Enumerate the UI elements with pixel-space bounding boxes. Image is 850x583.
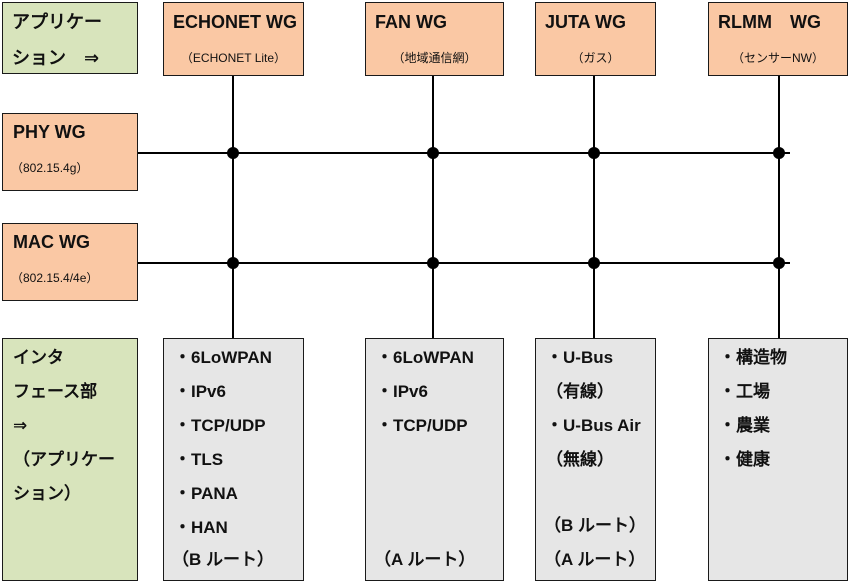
- interface-header-lines: インタ フェース部 ⇒ （アプリケー ション）: [13, 341, 115, 511]
- wg-name: FAN WG: [375, 12, 447, 32]
- layer-box-mac: MAC WG （802.15.4/4e）: [2, 223, 138, 301]
- interface-box-juta: ・U-Bus （有線） ・U-Bus Air （無線） （B ルート） （A ル…: [535, 338, 656, 581]
- route-list: （B ルート）: [172, 543, 274, 577]
- interface-item: （有線）: [546, 382, 614, 401]
- interface-item: ・工場: [719, 382, 770, 401]
- interface-item: ・HAN: [174, 518, 228, 537]
- wg-name: JUTA WG: [545, 12, 626, 32]
- interface-item: ・TLS: [174, 450, 224, 469]
- route-list: （A ルート）: [374, 543, 475, 577]
- interface-item: ・健康: [719, 450, 770, 469]
- interface-item: ・TCP/UDP: [376, 416, 468, 435]
- route-label: （A ルート）: [544, 550, 646, 569]
- route-list: （B ルート） （A ルート）: [544, 509, 646, 577]
- wg-subtitle: （ガス）: [571, 51, 620, 65]
- wg-box-echonet: ECHONET WG （ECHONET Lite）: [163, 2, 304, 76]
- interface-header-line: フェース部: [13, 382, 98, 401]
- interface-item: ・農業: [719, 416, 770, 435]
- junction-dot-juta-mac: [588, 257, 600, 269]
- layer-name: MAC WG: [13, 232, 90, 252]
- layer-box-phy: PHY WG （802.15.4g）: [2, 113, 138, 191]
- wg-subtitle: （ECHONET Lite）: [180, 51, 287, 65]
- junction-dot-echonet-phy: [227, 147, 239, 159]
- junction-dot-fan-mac: [427, 257, 439, 269]
- wg-subtitle: （地域通信網）: [392, 51, 477, 65]
- interface-item: ・U-Bus: [546, 348, 614, 367]
- application-header-line: ション ⇒: [12, 48, 100, 68]
- interface-item: ・6LoWPAN: [174, 348, 272, 367]
- junction-dot-echonet-mac: [227, 257, 239, 269]
- interface-item-list: ・6LoWPAN ・IPv6 ・TCP/UDP ・TLS ・PANA ・HAN: [174, 341, 272, 545]
- application-header-line: アプリケー: [12, 12, 102, 32]
- interface-header-line: インタ: [13, 348, 64, 367]
- interface-item: （無線）: [546, 450, 614, 469]
- wg-box-fan: FAN WG （地域通信網）: [365, 2, 504, 76]
- interface-header-box: インタ フェース部 ⇒ （アプリケー ション）: [2, 338, 138, 581]
- layer-subtitle: （802.15.4/4e）: [11, 271, 99, 285]
- route-label: （B ルート）: [544, 516, 646, 535]
- layer-name: PHY WG: [13, 122, 86, 142]
- junction-dot-rlmm-phy: [773, 147, 785, 159]
- junction-dot-fan-phy: [427, 147, 439, 159]
- interface-item: ・PANA: [174, 484, 238, 503]
- interface-header-line: ⇒: [13, 416, 28, 435]
- interface-box-fan: ・6LoWPAN ・IPv6 ・TCP/UDP （A ルート）: [365, 338, 504, 581]
- wg-subtitle: （センサーNW）: [732, 51, 824, 65]
- interface-box-rlmm: ・構造物 ・工場 ・農業 ・健康: [708, 338, 848, 581]
- application-header-box: アプリケー ション ⇒: [2, 2, 138, 74]
- interface-header-line: ション）: [13, 484, 81, 503]
- route-label: （A ルート）: [374, 550, 476, 569]
- wg-name: ECHONET WG: [173, 12, 297, 32]
- interface-item: ・TCP/UDP: [174, 416, 266, 435]
- interface-item: ・U-Bus Air: [546, 416, 641, 435]
- interface-item: ・IPv6: [376, 382, 428, 401]
- wg-name: RLMM WG: [718, 12, 821, 32]
- interface-header-line: （アプリケー: [13, 450, 115, 469]
- wg-box-rlmm: RLMM WG （センサーNW）: [708, 2, 848, 76]
- wg-box-juta: JUTA WG （ガス）: [535, 2, 656, 76]
- junction-dot-rlmm-mac: [773, 257, 785, 269]
- interface-item-list: ・構造物 ・工場 ・農業 ・健康: [719, 341, 787, 477]
- interface-item-list: ・U-Bus （有線） ・U-Bus Air （無線）: [546, 341, 641, 477]
- route-label: （B ルート）: [172, 550, 274, 569]
- interface-box-echonet: ・6LoWPAN ・IPv6 ・TCP/UDP ・TLS ・PANA ・HAN …: [163, 338, 304, 581]
- layer-subtitle: （802.15.4g）: [11, 161, 89, 175]
- interface-item: ・6LoWPAN: [376, 348, 474, 367]
- interface-item: ・IPv6: [174, 382, 226, 401]
- interface-item-list: ・6LoWPAN ・IPv6 ・TCP/UDP: [376, 341, 474, 443]
- junction-dot-juta-phy: [588, 147, 600, 159]
- interface-item: ・構造物: [719, 348, 787, 367]
